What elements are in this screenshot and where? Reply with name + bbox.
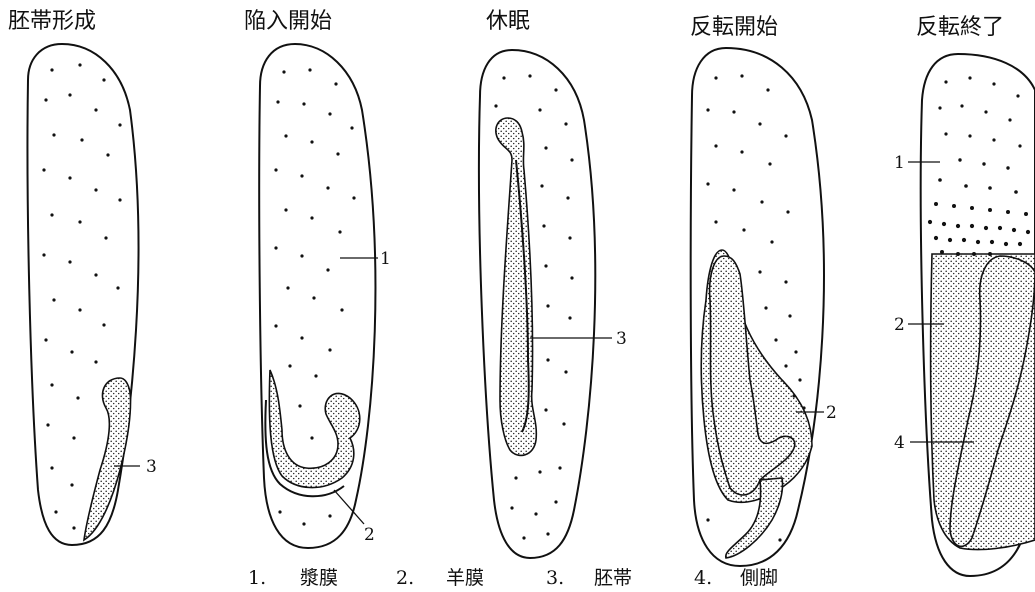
legend-term-2: 羊膜: [446, 567, 484, 589]
legend-term-1: 漿膜: [300, 567, 338, 589]
legend-num-1: 1.: [248, 567, 266, 589]
legend-num-4: 4.: [694, 567, 712, 589]
stage1-egg-outline: [27, 44, 138, 545]
stage-title-5: 反転終了: [916, 15, 1004, 40]
stage5-serosa-dots: [928, 76, 1030, 256]
embryo-stage-2: 1 2: [259, 44, 391, 548]
stage1-germ-band: [84, 378, 131, 540]
stage-title-4: 反転開始: [690, 15, 778, 40]
embryo-stage-4: 2: [691, 48, 837, 566]
stage5-label-4: 4: [894, 433, 905, 453]
stage4-label-2: 2: [826, 403, 837, 423]
stage5-label-1: 1: [894, 153, 905, 173]
stage2-label-1: 1: [380, 249, 391, 269]
stage-title-3: 休眠: [486, 9, 530, 34]
stage5-label-2: 2: [894, 315, 905, 335]
legend-num-3: 3.: [546, 567, 564, 589]
embryo-stage-1: 3: [27, 44, 156, 545]
legend-num-2: 2.: [396, 567, 414, 589]
stage-title-2: 陥入開始: [244, 9, 332, 34]
legend-term-4: 側脚: [740, 567, 778, 589]
stage3-label-3: 3: [616, 329, 627, 349]
stage-title-1: 胚帯形成: [8, 9, 96, 34]
embryo-stage-3: 3: [479, 50, 627, 558]
legend: 1. 漿膜 2. 羊膜 3. 胚帯 4. 側脚: [248, 567, 778, 589]
stage2-label-2: 2: [364, 525, 375, 545]
stage1-label-3: 3: [146, 457, 157, 477]
legend-term-3: 胚帯: [594, 567, 632, 589]
stage2-amnion-fold: [269, 370, 359, 488]
embryo-stage-5: 1 2 4: [894, 54, 1035, 576]
